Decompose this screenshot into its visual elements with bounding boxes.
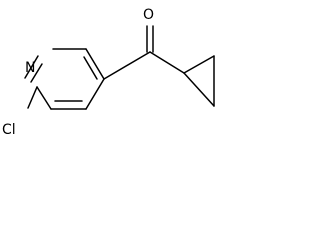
bond-cp3-cp1 [183, 72, 215, 107]
bond-c4-carbonyl [103, 51, 151, 80]
bond-n1-c2-inner [30, 63, 43, 83]
bond-n1-c2 [24, 55, 39, 79]
bond-c4-c5 [85, 78, 105, 110]
chemical-structure-diagram: O N Cl [2, 7, 215, 138]
bond-c3-c4 [85, 48, 105, 80]
bond-carbonyl-cyclopropyl [149, 51, 185, 74]
atom-label-nitrogen: N [25, 60, 35, 76]
bond-c3-c4-inner [83, 56, 98, 80]
bond-c6-cl [27, 86, 38, 109]
cyclopropyl-ring [183, 55, 215, 107]
bond-c6-n1 [36, 86, 52, 110]
atom-label-chlorine: Cl [2, 122, 16, 138]
atom-label-oxygen: O [143, 7, 154, 23]
pyridine-ring [24, 48, 105, 110]
bond-cp1-cp2 [183, 55, 215, 74]
